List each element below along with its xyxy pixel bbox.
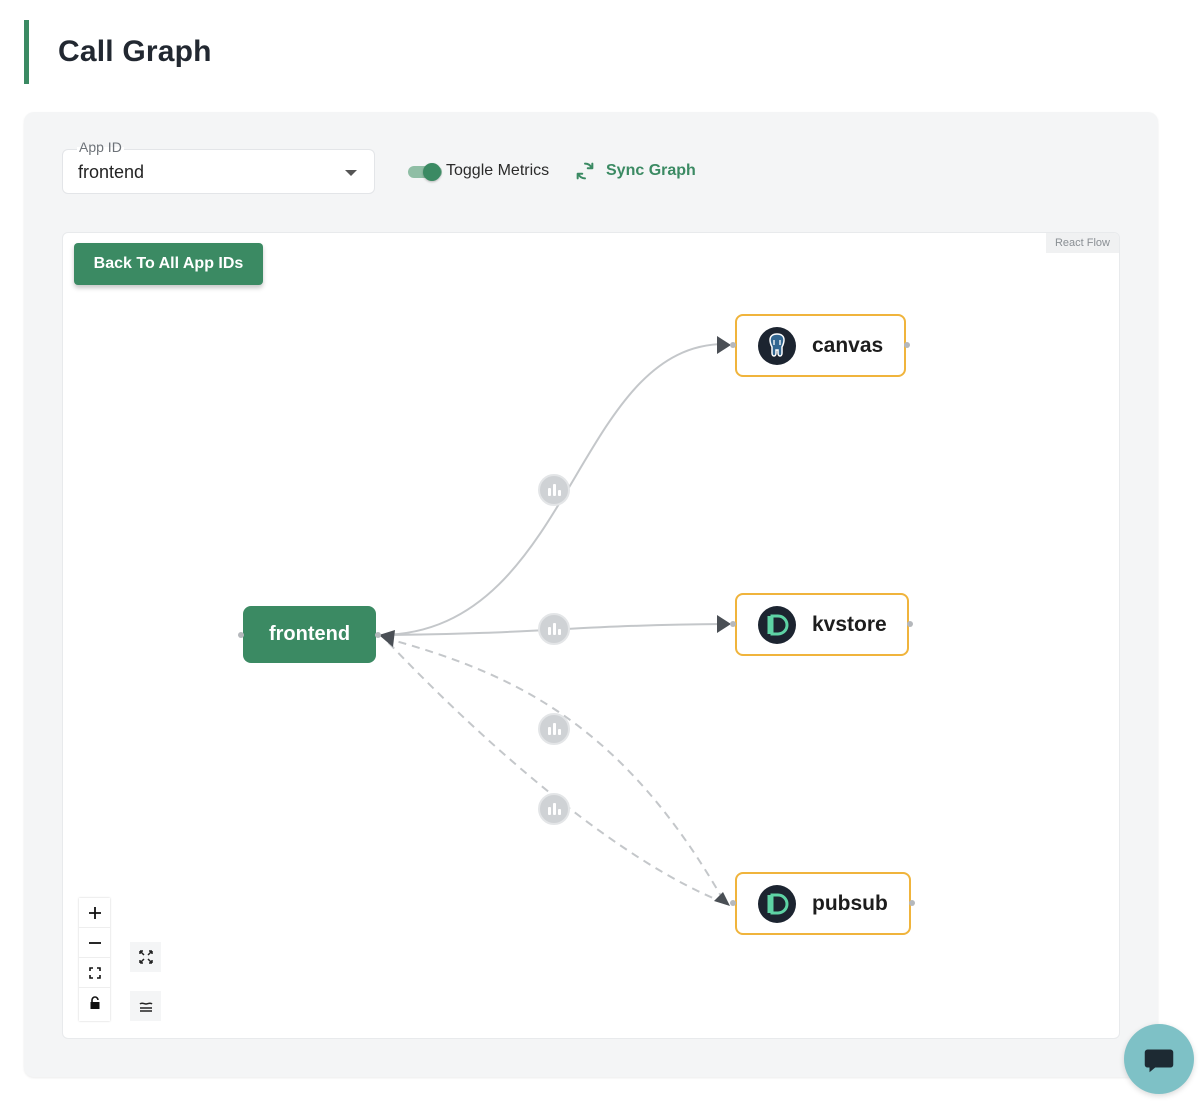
app-id-label: App ID bbox=[77, 139, 124, 155]
sync-graph-label: Sync Graph bbox=[606, 162, 696, 179]
bar-icon bbox=[552, 623, 556, 635]
node-pubsub-label: pubsub bbox=[812, 891, 888, 915]
chevron-down-icon[interactable] bbox=[345, 170, 357, 176]
back-to-all-app-ids-button[interactable]: Back To All App IDs bbox=[74, 243, 263, 285]
arrowhead-canvas bbox=[717, 336, 731, 354]
bar-icon bbox=[557, 729, 561, 735]
chat-icon bbox=[1144, 1049, 1174, 1073]
bar-icon bbox=[547, 807, 551, 815]
dapr-component-icon bbox=[758, 605, 796, 644]
node-handle[interactable] bbox=[375, 632, 381, 638]
node-kvstore-label: kvstore bbox=[812, 612, 887, 636]
edge-metrics-button-canvas[interactable] bbox=[538, 474, 570, 506]
layout-button[interactable] bbox=[130, 991, 161, 1021]
fullscreen-icon bbox=[138, 950, 153, 964]
node-canvas-label: canvas bbox=[812, 333, 884, 357]
graph-edges bbox=[378, 336, 731, 906]
zoom-in-icon bbox=[88, 906, 101, 919]
arrowhead-frontend bbox=[379, 630, 395, 647]
node-handle[interactable] bbox=[907, 621, 913, 627]
node-handle[interactable] bbox=[730, 900, 736, 906]
node-frontend[interactable]: frontend bbox=[243, 606, 376, 663]
node-pubsub[interactable]: pubsub bbox=[735, 872, 911, 935]
node-handle[interactable] bbox=[909, 900, 915, 906]
bar-icon bbox=[547, 488, 551, 496]
sync-icon bbox=[576, 162, 594, 180]
edge-metrics-button-kvstore[interactable] bbox=[538, 613, 570, 645]
bar-icon bbox=[547, 627, 551, 635]
zoom-in-button[interactable] bbox=[79, 898, 110, 928]
app-id-value: frontend bbox=[78, 162, 145, 182]
node-kvstore[interactable]: kvstore bbox=[735, 593, 909, 656]
bar-icon bbox=[557, 629, 561, 635]
graph-canvas[interactable]: React Flow bbox=[62, 232, 1120, 1039]
switch-thumb bbox=[423, 163, 441, 181]
node-canvas[interactable]: canvas bbox=[735, 314, 906, 377]
sync-graph-button[interactable]: Sync Graph bbox=[574, 160, 696, 182]
app-id-select[interactable]: App ID frontend bbox=[62, 139, 375, 194]
chat-button[interactable] bbox=[1124, 1024, 1194, 1094]
bar-icon bbox=[552, 723, 556, 735]
postgresql-icon bbox=[758, 326, 796, 365]
edge-frontend-pubsub[interactable] bbox=[384, 637, 726, 904]
node-handle[interactable] bbox=[730, 342, 736, 348]
bar-icon bbox=[557, 809, 561, 815]
node-frontend-label: frontend bbox=[268, 623, 351, 645]
edge-pubsub-frontend[interactable] bbox=[384, 638, 726, 904]
react-flow-attribution[interactable]: React Flow bbox=[1045, 233, 1119, 253]
bar-icon bbox=[552, 484, 556, 496]
toggle-metrics-label: Toggle Metrics bbox=[446, 162, 550, 179]
fit-view-icon bbox=[88, 966, 101, 979]
page-header: Call Graph bbox=[24, 20, 212, 84]
layout-icon bbox=[138, 1002, 153, 1012]
edge-metrics-button-pubsub-return[interactable] bbox=[538, 793, 570, 825]
page-title: Call Graph bbox=[58, 35, 212, 68]
edge-metrics-button-pubsub[interactable] bbox=[538, 713, 570, 745]
dapr-component-icon bbox=[758, 884, 796, 923]
lock-button[interactable] bbox=[79, 988, 110, 1018]
arrowhead-kvstore bbox=[717, 615, 731, 633]
fit-view-button[interactable] bbox=[79, 958, 110, 988]
bar-icon bbox=[557, 490, 561, 496]
arrowhead-pubsub bbox=[714, 892, 730, 906]
node-handle[interactable] bbox=[238, 632, 244, 638]
zoom-out-button[interactable] bbox=[79, 928, 110, 958]
zoom-out-icon bbox=[88, 941, 101, 944]
call-graph-panel: App ID frontend Toggle Metrics Sync Grap… bbox=[24, 112, 1158, 1077]
node-handle[interactable] bbox=[730, 621, 736, 627]
toggle-metrics-switch[interactable] bbox=[408, 163, 442, 181]
graph-controls bbox=[79, 898, 110, 1021]
bar-icon bbox=[547, 727, 551, 735]
bar-icon bbox=[552, 803, 556, 815]
node-handle[interactable] bbox=[904, 342, 910, 348]
lock-icon bbox=[90, 996, 99, 1009]
fullscreen-button[interactable] bbox=[130, 942, 161, 972]
